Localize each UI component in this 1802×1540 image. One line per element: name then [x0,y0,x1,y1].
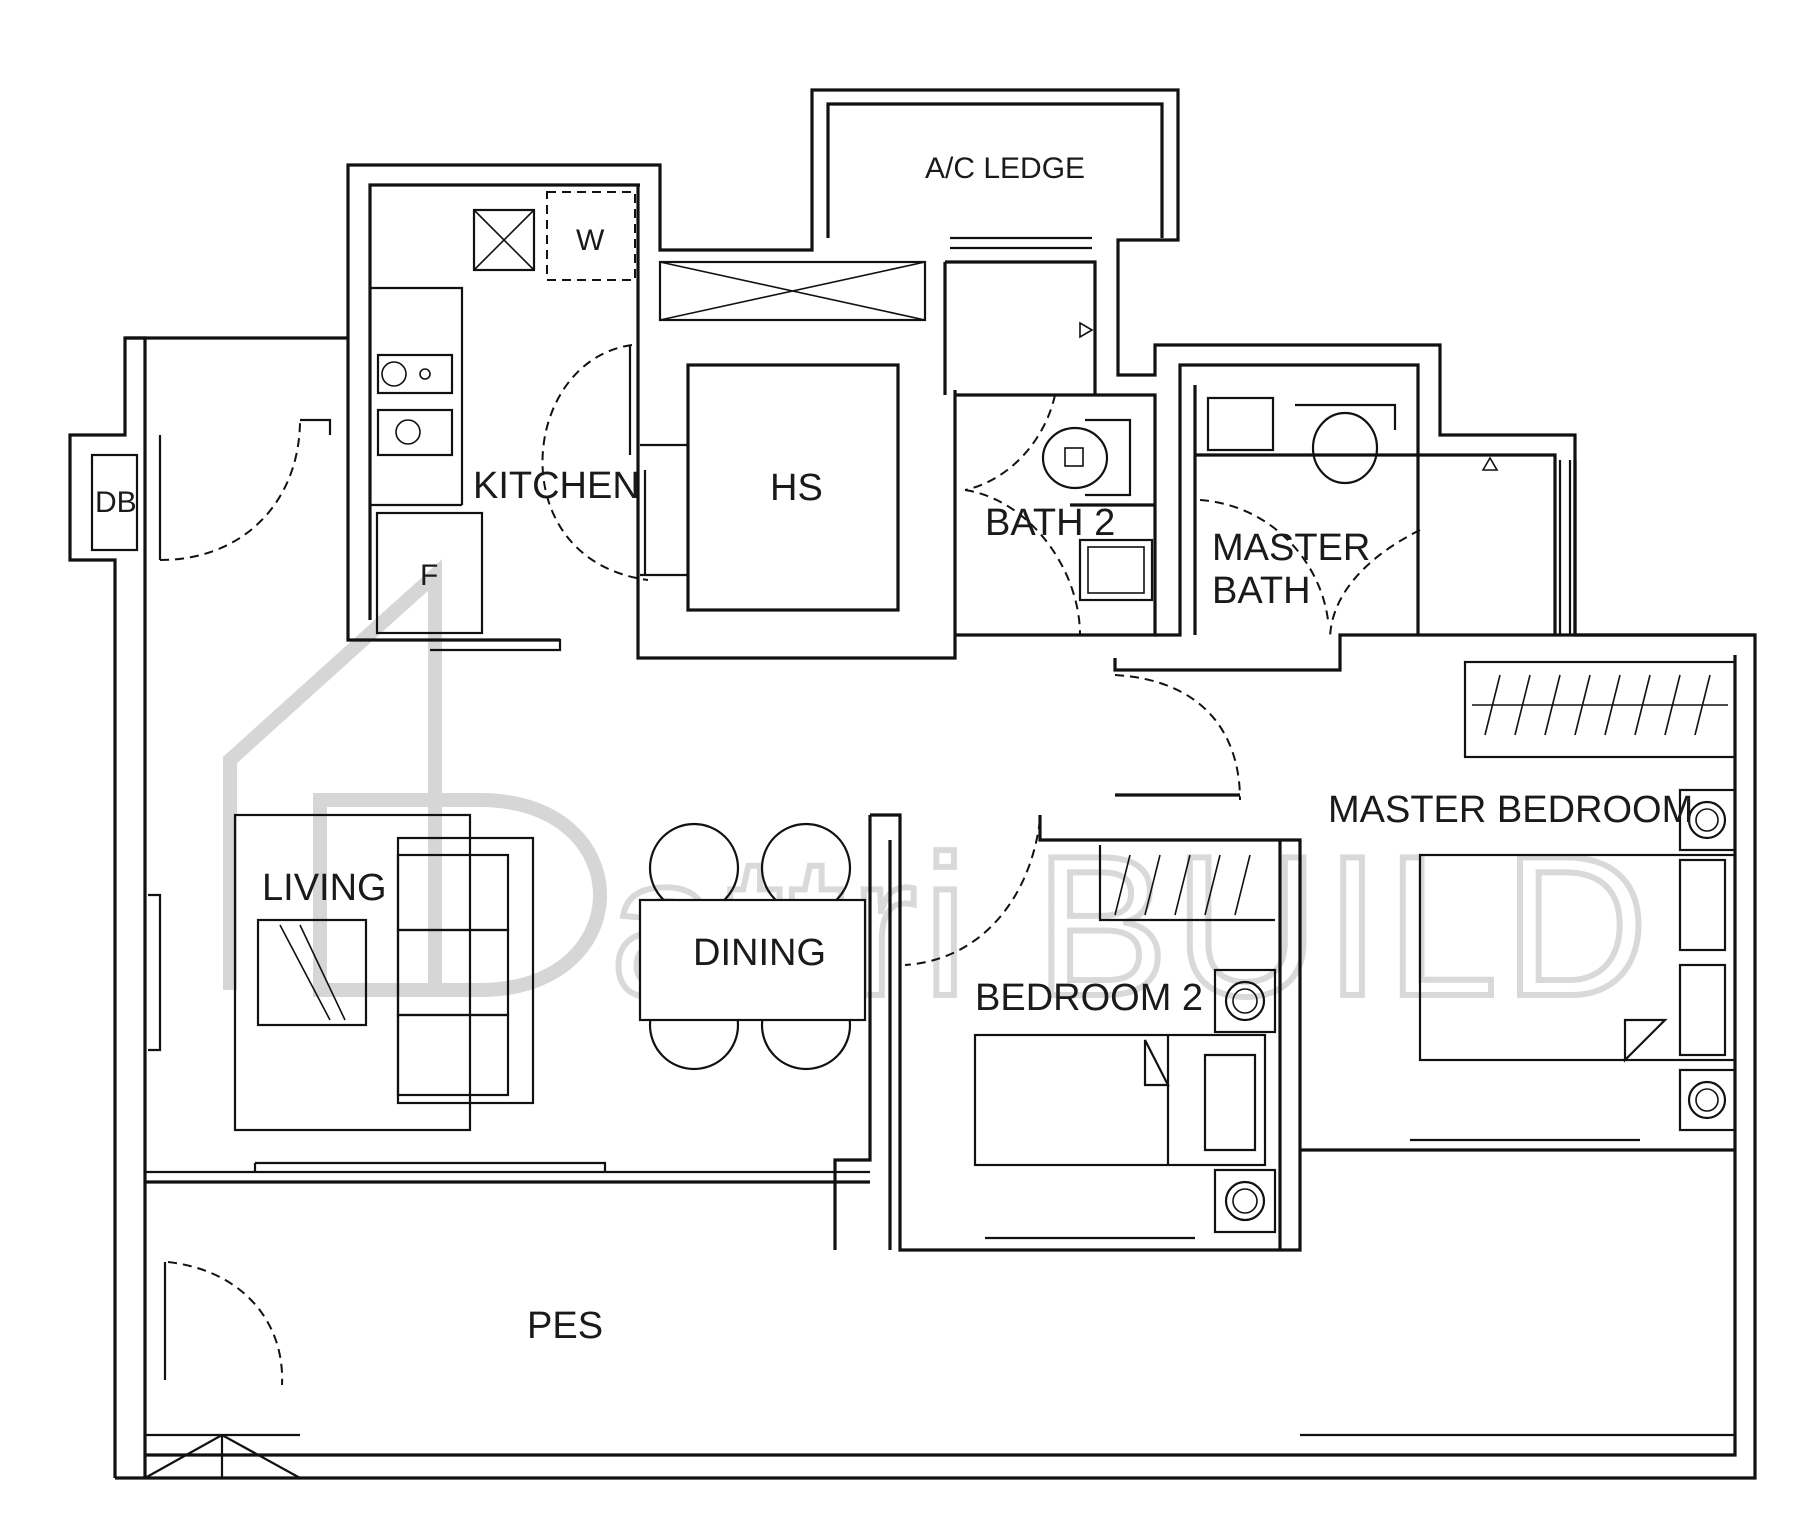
outer-walls [68,88,1757,1480]
master-bed [1418,853,1737,1062]
label-pes: PES [527,1305,603,1347]
hob-top [376,353,454,395]
master-side-table-top [1678,788,1737,852]
label-fridge: F [420,559,438,592]
bed2-side-table-top [1213,968,1277,1034]
label-db: DB [95,486,137,519]
label-household-shelter: HS [770,467,823,509]
sofa [396,836,535,1105]
master-wardrobe [1463,660,1737,759]
coffee-table [256,918,368,1027]
label-master-bath-line2: BATH [1212,570,1311,612]
bath2-toilet [1041,426,1109,490]
hob-bottom [376,408,454,457]
fixtures [90,191,1737,1234]
label-washer: W [576,224,605,257]
kitchen-sink [472,208,536,272]
label-ac-ledge: A/C LEDGE [925,152,1085,185]
bath2-basin [1078,538,1154,602]
label-bedroom2: BEDROOM 2 [975,977,1203,1019]
internal-walls [145,260,1755,1456]
label-bath2: BATH 2 [985,502,1115,544]
label-master-bedroom: MASTER BEDROOM [1328,789,1693,831]
label-dining: DINING [693,932,826,974]
dining-table [638,898,867,1022]
doors [144,344,1421,1479]
master-bath-basin [1206,396,1275,452]
label-living: LIVING [262,867,387,909]
bed2-side-table-bottom [1213,1168,1277,1234]
living-rug [233,813,472,1132]
fridge [375,511,484,635]
db-box [90,453,139,552]
label-master-bath-line1: MASTER [1212,527,1370,569]
label-kitchen: KITCHEN [473,465,640,507]
room-labels: A/C LEDGE KITCHEN W F HS BATH 2 MASTER B… [95,152,1693,1347]
master-side-table-bottom [1678,1068,1737,1132]
washer-space [546,191,636,281]
master-bath-toilet [1311,411,1379,485]
bed2-bed [973,1033,1267,1167]
